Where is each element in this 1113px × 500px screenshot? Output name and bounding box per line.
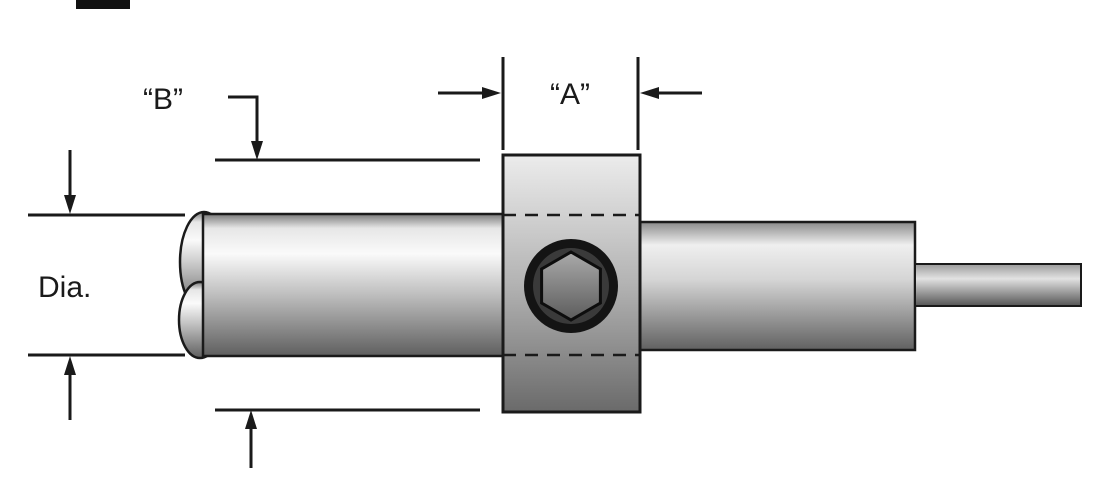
dim-b-arrowhead-down: [251, 141, 263, 160]
dimension-b: “B”: [143, 83, 480, 468]
piston-rod: [914, 263, 1082, 307]
cylinder-shell: [201, 212, 507, 358]
crop-artifact-mark: [76, 0, 130, 9]
dim-b-label: “B”: [143, 83, 183, 116]
dimension-diameter: Dia.: [28, 150, 185, 420]
outer-sleeve: [638, 220, 917, 352]
dimension-a: “A”: [438, 57, 702, 150]
dim-b-arrowhead-up: [245, 410, 257, 429]
dim-a-arrowhead-right: [482, 87, 501, 99]
dim-b-leader-line: [228, 95, 259, 146]
main-cylinder-body: [177, 210, 507, 360]
hex-socket: [524, 239, 618, 333]
dim-a-arrowhead-left: [640, 87, 659, 99]
hex-adjustment-collar: [501, 153, 642, 414]
dia-arrowhead-down: [64, 195, 76, 214]
hex-recess: [540, 250, 602, 322]
dia-arrowhead-up: [64, 356, 76, 375]
dia-label: Dia.: [38, 271, 91, 304]
dim-a-label: “A”: [550, 78, 590, 111]
